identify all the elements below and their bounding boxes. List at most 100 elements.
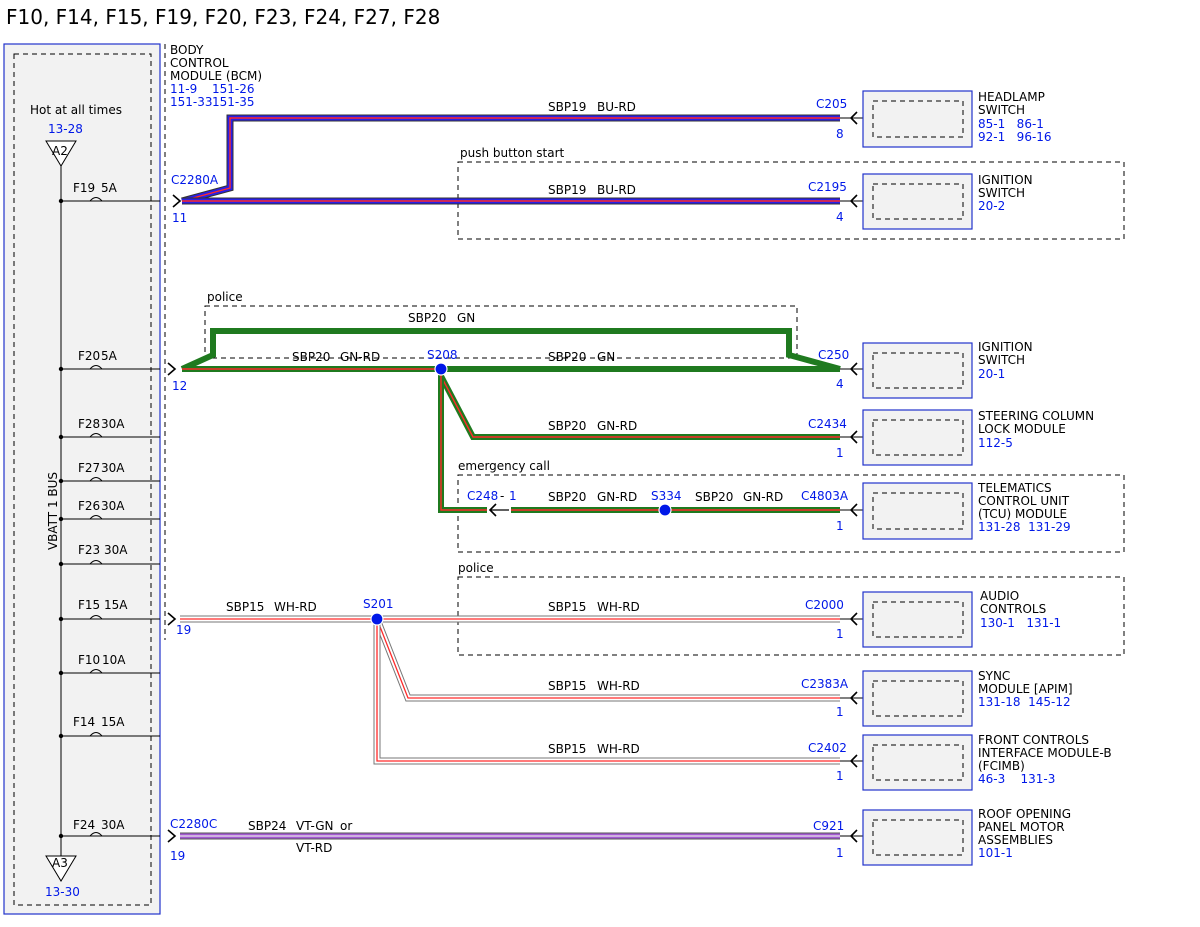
svg-text:151-35: 151-35 [212,95,255,109]
svg-text:1: 1 [836,846,844,860]
svg-text:F10: F10 [78,653,100,667]
svg-text:C2280C: C2280C [170,817,217,831]
component-fcimb: C2402 1 FRONT CONTROLS INTERFACE MODULE-… [808,733,1112,791]
svg-text:19: 19 [170,849,185,863]
svg-text:ASSEMBLIES: ASSEMBLIES [978,833,1053,847]
bus-label: VBATT 1 BUS [46,472,60,550]
fuse-f28: F28 30A [58,417,160,440]
wire-sbp20-ignition: SBP20 GN [441,350,840,372]
svg-text:11: 11 [172,211,187,225]
svg-text:F28: F28 [78,417,100,431]
svg-text:FRONT CONTROLS: FRONT CONTROLS [978,733,1089,747]
svg-text:SBP19: SBP19 [548,100,586,114]
svg-text:1: 1 [836,446,844,460]
svg-text:112-5: 112-5 [978,436,1013,450]
svg-text:WH-RD: WH-RD [597,600,640,614]
svg-text:5A: 5A [101,181,118,195]
svg-text:C4803A: C4803A [801,489,849,503]
svg-text:15A: 15A [104,598,128,612]
component-roof-opening-motor: C921 1 ROOF OPENING PANEL MOTOR ASSEMBLI… [813,807,1071,866]
svg-text:C2000: C2000 [805,598,844,612]
svg-text:emergency call: emergency call [458,459,550,473]
svg-text:SBP15: SBP15 [226,600,264,614]
svg-text:CONTROL UNIT: CONTROL UNIT [978,494,1070,508]
fuse-f24: F24 30A [58,818,160,839]
zone-push-button-start: push button start [457,146,1125,240]
svg-text:WH-RD: WH-RD [274,600,317,614]
svg-text:F24: F24 [73,818,95,832]
svg-text:131-18 145-12: 131-18 145-12 [978,695,1071,709]
bcm-module: BODY CONTROL MODULE (BCM) 11-9 151-26 15… [164,43,262,640]
svg-text:F23: F23 [78,543,100,557]
component-ignition-switch-a: C2195 4 IGNITION SWITCH 20-2 [808,173,1033,230]
svg-text:46-3 131-3: 46-3 131-3 [978,772,1055,786]
svg-text:STEERING COLUMN: STEERING COLUMN [978,409,1094,423]
svg-text:A2: A2 [52,144,68,158]
svg-text:1: 1 [836,705,844,719]
svg-text:LOCK MODULE: LOCK MODULE [978,422,1066,436]
svg-text:30A: 30A [104,543,128,557]
svg-text:151-26: 151-26 [212,82,255,96]
svg-text:30A: 30A [101,818,125,832]
splice-s201: S201 [363,597,394,626]
a3-ref: 13-30 [45,885,80,899]
hot-at-all-times-label: Hot at all times [30,103,122,117]
svg-text:30A: 30A [101,499,125,513]
fuse-f23: F23 30A [58,543,160,567]
svg-text:INTERFACE MODULE-B: INTERFACE MODULE-B [978,746,1112,760]
svg-text:131-28 131-29: 131-28 131-29 [978,520,1071,534]
svg-text:F19: F19 [73,181,95,195]
component-audio-controls: C2000 1 AUDIO CONTROLS 130-1 131-1 [805,589,1061,648]
svg-text:GN-RD: GN-RD [597,419,637,433]
svg-text:C2195: C2195 [808,180,847,194]
svg-text:ROOF OPENING: ROOF OPENING [978,807,1071,821]
svg-text:C921: C921 [813,819,844,833]
fuse-f27: F27 30A [58,461,160,484]
svg-text:SWITCH: SWITCH [978,103,1025,117]
bcm-pin-c2280c: C2280C 19 [167,817,217,863]
svg-text:VT-GN: VT-GN [296,819,333,833]
wire-sbp15-sync: SBP15 WH-RD [373,617,840,702]
svg-text:or: or [340,819,352,833]
svg-text:11-9: 11-9 [170,82,197,96]
svg-text:(FCIMB): (FCIMB) [978,759,1025,773]
svg-text:SBP15: SBP15 [548,679,586,693]
fuse-f15: F15 15A [58,598,160,622]
svg-text:GN-RD: GN-RD [597,490,637,504]
svg-text:IGNITION: IGNITION [978,340,1033,354]
component-tcu-module: C4803A 1 TELEMATICS CONTROL UNIT (TCU) M… [801,481,1071,540]
wire-sbp19-headlamp: SBP19 BU-RD [181,100,840,205]
svg-text:C2383A: C2383A [801,677,849,691]
fuse-f10: F10 10A [58,653,160,676]
svg-text:CONTROL: CONTROL [170,56,229,70]
svg-text:-: - [500,489,504,503]
svg-text:PANEL MOTOR: PANEL MOTOR [978,820,1065,834]
svg-text:HEADLAMP: HEADLAMP [978,90,1045,104]
bcm-pin-c2280a: C2280A 11 [171,173,219,225]
svg-text:CONTROLS: CONTROLS [980,602,1046,616]
zone-emergency-call: emergency call [457,459,1125,553]
svg-text:MODULE (BCM): MODULE (BCM) [170,69,262,83]
svg-text:C2280A: C2280A [171,173,219,187]
svg-text:30A: 30A [101,461,125,475]
svg-text:C248: C248 [467,489,498,503]
svg-text:GN-RD: GN-RD [743,490,783,504]
fuse-f14: F14 15A [58,715,160,739]
bcm-pin-19: 19 [167,612,191,637]
svg-text:BU-RD: BU-RD [597,100,636,114]
svg-text:C2434: C2434 [808,417,847,431]
svg-text:C250: C250 [818,348,849,362]
fuse-f19: F19 5A [58,181,160,204]
svg-text:police: police [207,290,243,304]
svg-text:S334: S334 [651,489,682,503]
svg-text:1: 1 [836,769,844,783]
svg-text:SYNC: SYNC [978,669,1010,683]
wire-sbp15-bcm: SBP15 WH-RD [180,600,377,623]
component-sync-module: C2383A 1 SYNC MODULE [APIM] 131-18 145-1… [801,669,1073,727]
fuse-f26: F26 30A [58,499,160,522]
svg-text:IGNITION: IGNITION [978,173,1033,187]
wire-sbp20-bcm: SBP20 GN-RD [182,350,441,372]
svg-text:WH-RD: WH-RD [597,679,640,693]
wire-sbp20-steering: SBP20 GN-RD [438,369,840,440]
svg-text:SBP20: SBP20 [408,311,446,325]
